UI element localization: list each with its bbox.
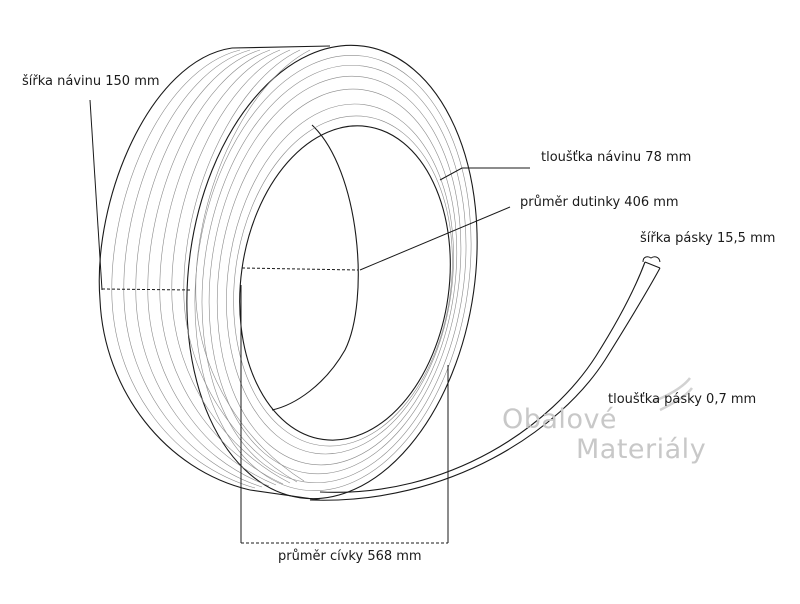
- coil-top-edge: [231, 45, 331, 49]
- label-tape-width: šířka pásky 15,5 mm: [640, 231, 776, 246]
- core-diameter-dashed: [241, 267, 359, 271]
- coil-back-rim: [98, 47, 251, 491]
- label-winding-thickness: tloušťka návinu 78 mm: [541, 150, 692, 165]
- winding-thickness-leader: [439, 167, 530, 181]
- watermark-line2: Materiály: [576, 434, 707, 465]
- coil-front-outer: [186, 44, 478, 500]
- core-inner-edge: [271, 124, 359, 411]
- winding-width-leader: [89, 99, 103, 291]
- tape-outer-edge: [309, 267, 661, 501]
- tape-inner-edge: [319, 261, 646, 493]
- winding-width-dashed: [101, 288, 193, 291]
- label-core-diameter: průměr dutinky 406 mm: [520, 195, 679, 210]
- watermark-swoosh-icon: [651, 377, 693, 412]
- label-coil-diameter: průměr cívky 568 mm: [278, 549, 422, 564]
- label-tape-thickness: tloušťka pásky 0,7 mm: [608, 392, 757, 407]
- watermark-line1: Obalové: [502, 404, 618, 435]
- tape-width-bracket: [642, 256, 661, 263]
- coil-core-hole: [239, 125, 451, 441]
- front-rings: [194, 55, 472, 491]
- core-diameter-leader: [359, 206, 511, 271]
- tape-end: [644, 261, 661, 269]
- label-winding-width: šířka návinu 150 mm: [22, 74, 160, 89]
